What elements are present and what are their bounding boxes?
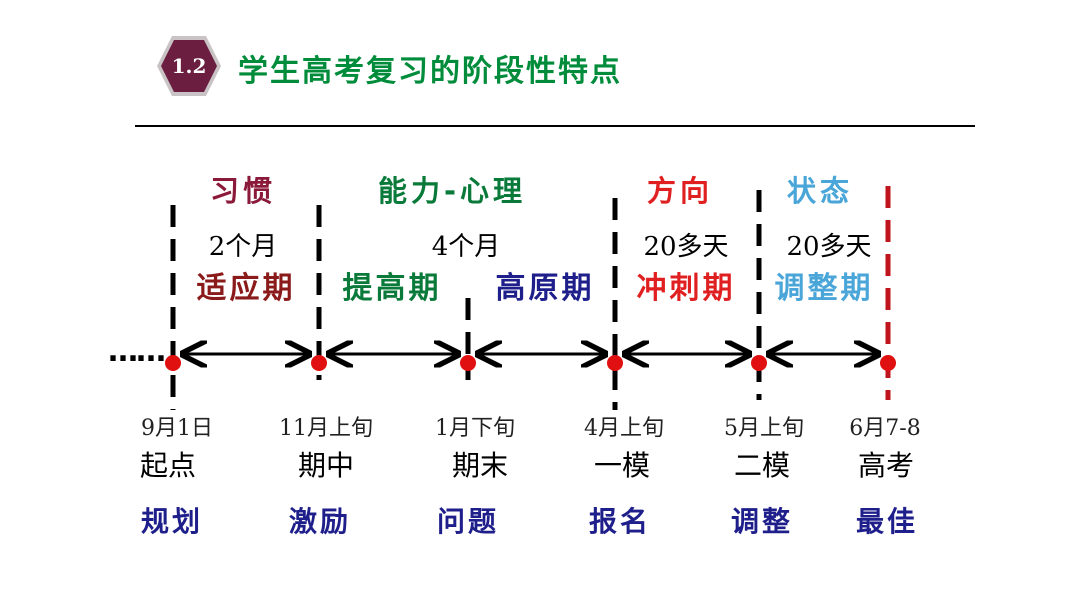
section-number: 1.2 (171, 54, 207, 78)
milestone-action-4: 报名 (588, 505, 652, 538)
milestone-event-1: 起点 (139, 449, 197, 482)
milestone-action-5: 调整 (730, 505, 794, 538)
milestone-dot-5 (751, 355, 767, 371)
milestone-event-5: 二模 (733, 449, 791, 482)
phase-sprint: 冲刺期 (636, 271, 736, 306)
milestone-action-3: 问题 (436, 505, 500, 538)
milestone-date-1: 9月1日 (141, 416, 213, 441)
phase-adjustment: 调整期 (774, 271, 874, 306)
page-title: 学生高考复习的阶段性特点 (238, 54, 622, 89)
milestone-dot-3 (460, 355, 476, 371)
milestone-date-2: 11月上旬 (279, 416, 373, 441)
section-badge (157, 36, 221, 96)
category-state: 状态 (786, 174, 854, 208)
milestone-date-6: 6月7-8 (849, 416, 921, 441)
phase-plateau: 高原期 (495, 271, 595, 306)
title-divider (135, 125, 975, 127)
duration-3: 20多天 (643, 232, 729, 262)
milestone-dot-2 (311, 355, 327, 371)
category-habit: 习惯 (209, 174, 277, 208)
milestone-date-4: 4月上旬 (584, 416, 664, 441)
leading-ellipsis: …… (108, 334, 166, 369)
phase-improvement: 提高期 (342, 271, 442, 306)
milestone-event-2: 期中 (297, 449, 355, 482)
milestone-action-1: 规划 (140, 505, 204, 538)
milestone-dot-6 (880, 355, 896, 371)
category-direction: 方向 (646, 174, 714, 208)
duration-1: 2个月 (208, 232, 278, 262)
milestone-date-5: 5月上旬 (724, 416, 804, 441)
milestone-event-3: 期末 (451, 449, 509, 482)
milestone-date-3: 1月下旬 (435, 416, 515, 441)
milestone-dot-1 (165, 355, 181, 371)
phase-adaptation: 适应期 (196, 271, 296, 306)
milestone-action-2: 激励 (288, 505, 352, 538)
duration-4: 20多天 (786, 232, 872, 262)
category-ability-mind: 能力-心理 (377, 174, 527, 208)
duration-2: 4个月 (431, 232, 501, 262)
milestone-dot-4 (607, 355, 623, 371)
milestone-action-6: 最佳 (855, 505, 919, 538)
milestone-event-4: 一模 (593, 449, 651, 482)
milestone-event-6: 高考 (857, 449, 915, 482)
